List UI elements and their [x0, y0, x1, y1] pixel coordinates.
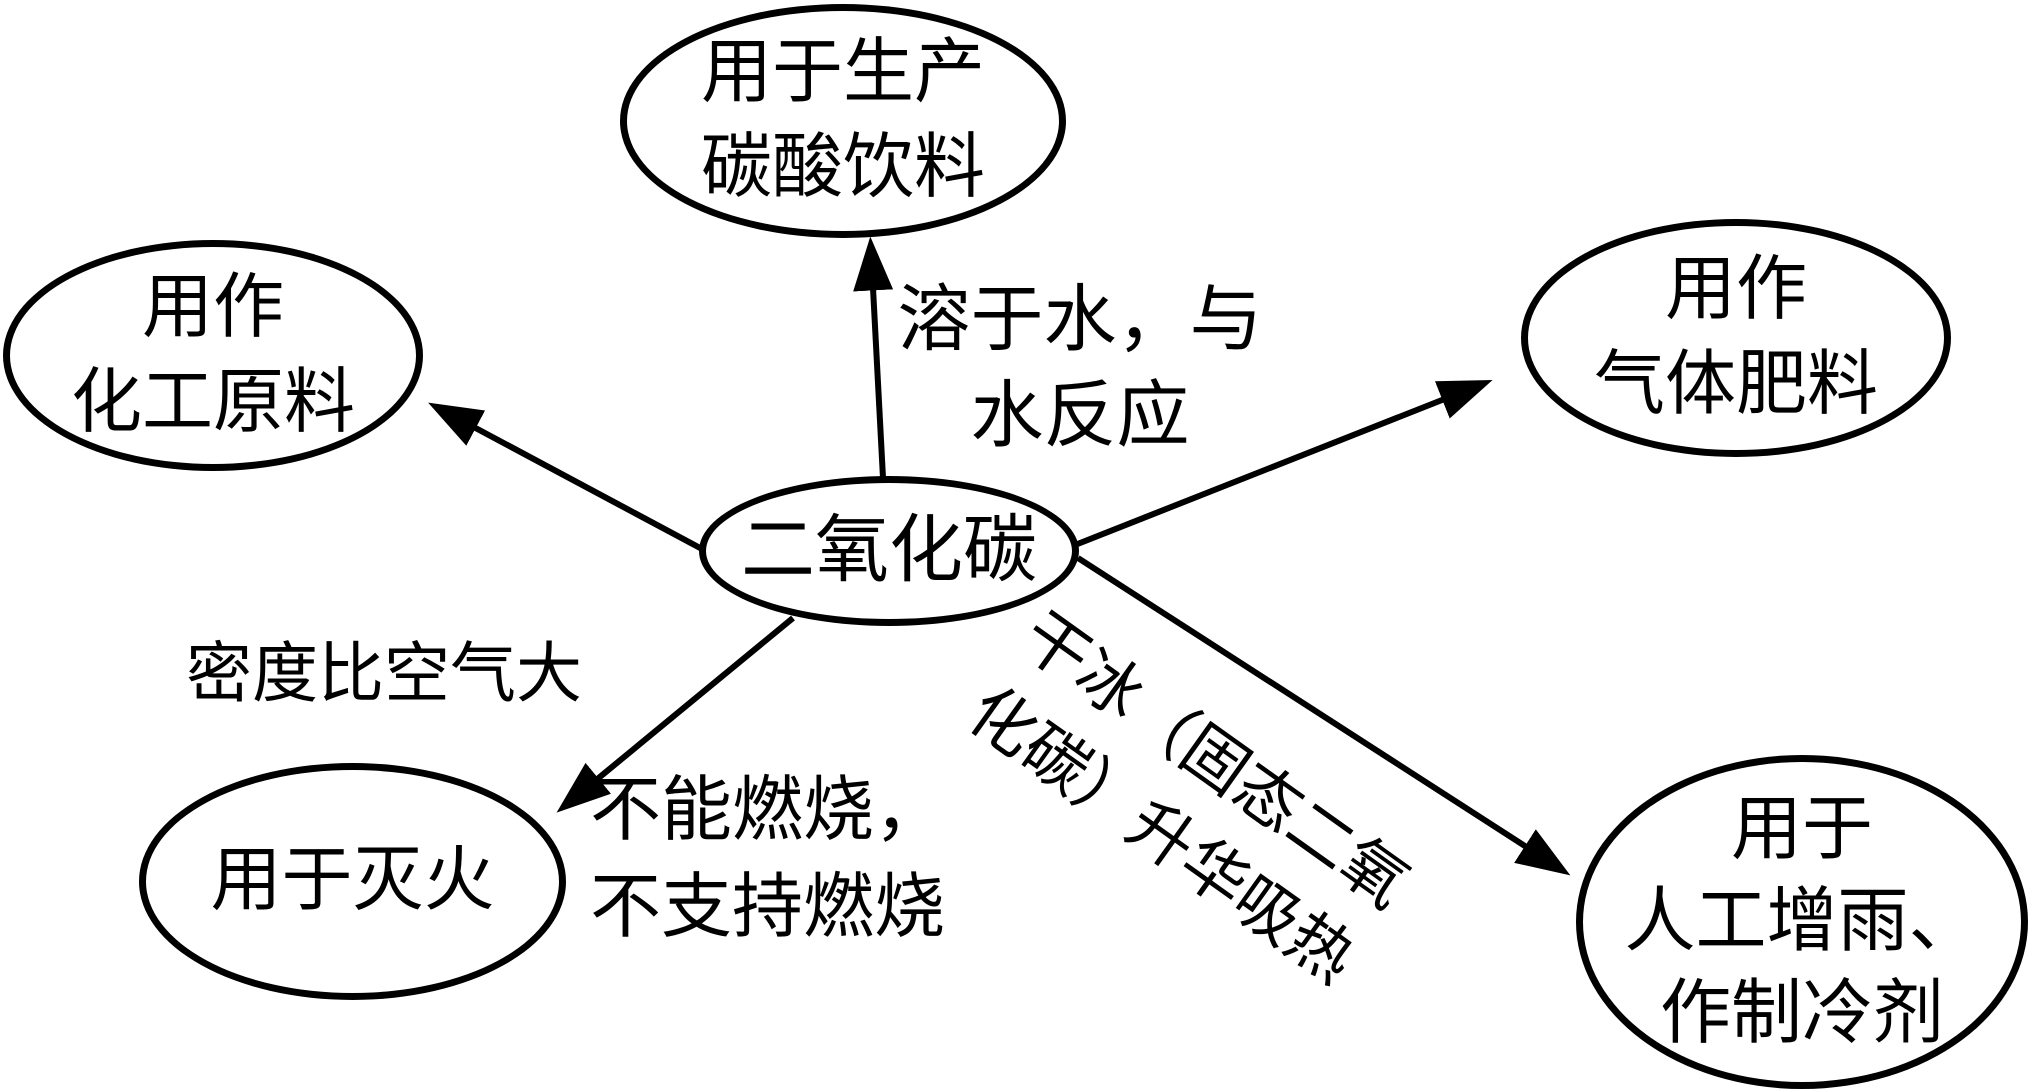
node-chemical-raw-material: 用作 化工原料	[3, 240, 423, 471]
edge-label-denser-than-air-line-1: 密度比空气大	[186, 638, 582, 711]
node-gas-fertilizer-line-2: 气体肥料	[1593, 346, 1878, 424]
node-artificial-rain-refrigerant-line-2: 人工增雨、	[1624, 883, 1980, 961]
edge-label-does-not-burn-line-1: 不能燃烧，	[590, 772, 946, 850]
arrow-center-to-top	[853, 236, 894, 479]
arrow-center-to-left	[428, 402, 704, 552]
arrow-center-to-bottom-left	[556, 615, 795, 813]
node-artificial-rain-refrigerant-line-3: 作制冷剂	[1659, 975, 1944, 1053]
edge-label-does-not-burn: 不能燃烧， 不支持燃烧	[590, 763, 945, 957]
node-fire-extinguishing: 用于灭火	[139, 763, 566, 1000]
node-carbonated-drinks-line-1: 用于生产	[700, 34, 985, 112]
arrow-center-to-right	[1073, 380, 1493, 548]
edge-label-dissolves-reacts-with-water: 溶于水，与 水反应	[830, 272, 1330, 464]
node-chemical-raw-material-line-2: 化工原料	[70, 363, 355, 442]
edge-label-dissolves-line-2: 水反应	[970, 375, 1190, 456]
node-artificial-rain-refrigerant-line-1: 用于	[1730, 791, 1873, 869]
node-artificial-rain-refrigerant: 用于 人工增雨、 作制冷剂	[1576, 755, 2028, 1089]
node-gas-fertilizer: 用作 气体肥料	[1521, 219, 1951, 457]
node-gas-fertilizer-line-1: 用作	[1664, 251, 1807, 329]
arrow-center-to-bottom-right	[1076, 555, 1571, 876]
node-fire-extinguishing-label: 用于灭火	[210, 842, 495, 920]
node-carbonated-drinks: 用于生产 碳酸饮料	[620, 4, 1066, 238]
edge-label-denser-than-air: 密度比空气大	[186, 630, 582, 720]
node-carbonated-drinks-line-2: 碳酸饮料	[700, 129, 985, 207]
edge-label-dissolves-line-1: 溶于水，与	[897, 279, 1263, 360]
node-chemical-raw-material-line-1: 用作	[141, 268, 284, 347]
node-carbon-dioxide: 二氧化碳	[699, 476, 1079, 626]
node-carbon-dioxide-label: 二氧化碳	[741, 509, 1037, 592]
edge-label-does-not-burn-line-2: 不支持燃烧	[590, 869, 946, 947]
